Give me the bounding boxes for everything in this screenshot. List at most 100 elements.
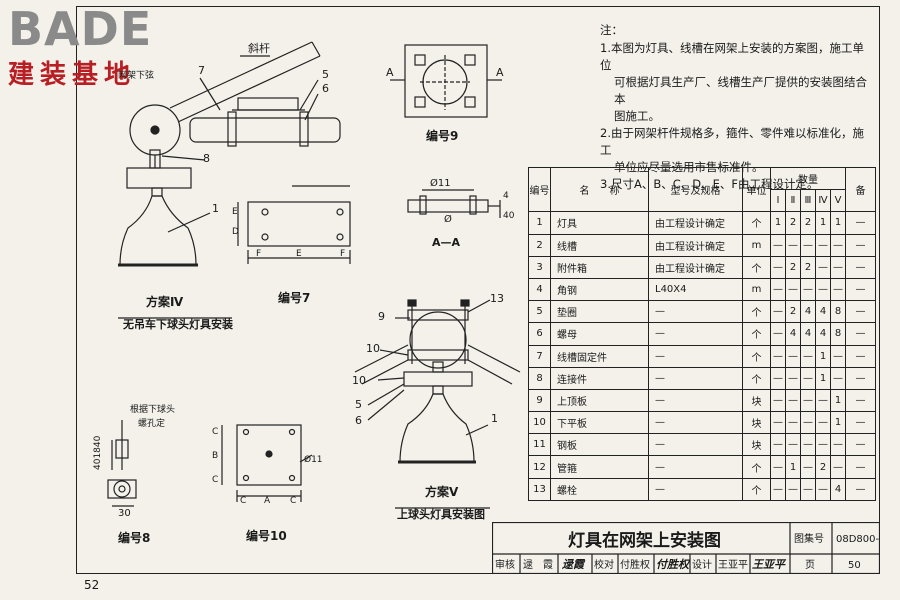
header-variant: Ⅱ xyxy=(785,189,801,213)
drawing-title: 灯具在网架上安装图 xyxy=(568,530,721,551)
cell-qty: — xyxy=(785,233,801,257)
cell-qty: — xyxy=(830,233,846,257)
scheme5-drawing xyxy=(354,299,521,464)
part10-title: 编号10 xyxy=(245,528,287,543)
cell-spec: 由工程设计确定 xyxy=(648,255,743,279)
checker-signature: 付胜权 xyxy=(656,558,691,571)
notes-heading: 注： xyxy=(600,23,623,37)
section-aa-title: A—A xyxy=(432,236,461,249)
cell-qty: — xyxy=(815,388,831,413)
cell-note: — xyxy=(845,277,876,302)
cell-qty: — xyxy=(770,300,786,324)
cell-spec: — xyxy=(648,477,743,501)
cell-unit: 个 xyxy=(742,455,771,479)
table-header-row: 编号 名 称 型号及规格 单位 数量 备 xyxy=(528,166,876,213)
cell-note: — xyxy=(845,455,876,479)
cell-qty: 1 xyxy=(830,388,846,413)
cell-name: 钢板 xyxy=(550,433,649,457)
cell-name: 线槽固定件 xyxy=(550,344,649,368)
cell-qty: 1 xyxy=(815,366,831,390)
cell-name: 上顶板 xyxy=(550,388,649,413)
cell-qty: 2 xyxy=(785,300,801,324)
table-variant-row: Ⅰ Ⅱ Ⅲ Ⅳ Ⅴ xyxy=(529,189,876,213)
part7-letter-f-left: F xyxy=(256,249,261,259)
cell-note: — xyxy=(845,388,876,413)
aa-dim-40: 40 xyxy=(503,211,515,221)
cell-qty: — xyxy=(800,277,816,302)
cell-no: 1 xyxy=(528,211,551,235)
header-variant: Ⅳ xyxy=(815,189,831,213)
reviewer-signature: 逯霞 xyxy=(561,558,586,571)
part10-dim-phi11: Ø11 xyxy=(304,454,323,465)
cell-qty: 2 xyxy=(785,255,801,279)
header-variant: Ⅴ xyxy=(830,189,846,213)
cell-no: 10 xyxy=(528,411,551,435)
note-1-line-2: 可根据灯具生产厂、线槽生产厂提供的安装图结合本 xyxy=(614,75,867,106)
cell-qty: — xyxy=(785,366,801,390)
cell-qty: — xyxy=(800,411,816,435)
cell-unit: 块 xyxy=(742,388,771,413)
cell-name: 螺母 xyxy=(550,322,649,346)
cell-qty: — xyxy=(770,233,786,257)
scheme5-num-13: 13 xyxy=(490,292,504,305)
cell-qty: — xyxy=(770,477,786,501)
header-qty: 数量 xyxy=(770,166,846,191)
cell-qty: 4 xyxy=(815,322,831,346)
cell-qty: — xyxy=(815,477,831,501)
header-spec: 型号及规格 xyxy=(648,166,743,213)
cell-name: 附件箱 xyxy=(550,255,649,279)
label-wangjia: 网架下弦 xyxy=(118,69,154,81)
cell-no: 6 xyxy=(528,322,551,346)
cell-qty: — xyxy=(800,366,816,390)
part8-drawing xyxy=(107,420,137,507)
cell-qty: 2 xyxy=(785,211,801,235)
header-variant: Ⅰ xyxy=(770,189,786,213)
cell-qty: — xyxy=(815,255,831,279)
cell-qty: — xyxy=(785,344,801,368)
cell-qty: — xyxy=(815,277,831,302)
aa-dim-phi: Ø xyxy=(444,213,452,225)
scheme5-num-5: 5 xyxy=(355,398,362,411)
book-page-number: 52 xyxy=(84,578,100,592)
cell-note: — xyxy=(845,255,876,279)
cell-qty: — xyxy=(785,388,801,413)
cell-no: 9 xyxy=(528,388,551,413)
label-xiegan: 斜杆 xyxy=(248,41,270,55)
cell-qty: 1 xyxy=(770,211,786,235)
review-label: 审核 xyxy=(495,558,515,571)
cell-spec: — xyxy=(648,300,743,324)
part7-letter-d: D xyxy=(232,227,239,237)
scheme4-num-7: 7 xyxy=(198,64,205,77)
bade-logo: BADE 建装基地 xyxy=(6,2,181,90)
part8-label-qiutou: 根据下球头 xyxy=(130,403,175,415)
cell-note: — xyxy=(845,433,876,457)
cell-qty: — xyxy=(785,411,801,435)
cell-qty: 1 xyxy=(815,211,831,235)
cell-qty: — xyxy=(770,277,786,302)
cell-qty: — xyxy=(800,344,816,368)
cell-qty: 4 xyxy=(785,322,801,346)
cell-qty: — xyxy=(800,433,816,457)
cell-unit: 个 xyxy=(742,300,771,324)
part10-letter-c-right: C xyxy=(290,496,296,506)
cell-note: — xyxy=(845,344,876,368)
aa-dim-phi11: Ø11 xyxy=(430,177,451,189)
check-label: 校对 xyxy=(594,558,614,571)
scheme5-caption: 上球头灯具安装图 xyxy=(397,507,485,521)
cell-qty: — xyxy=(800,233,816,257)
cell-qty: — xyxy=(770,366,786,390)
cell-qty: — xyxy=(830,344,846,368)
cell-qty: — xyxy=(770,255,786,279)
aa-dim-4: 4 xyxy=(503,191,509,201)
cell-no: 8 xyxy=(528,366,551,390)
scheme5-num-1: 1 xyxy=(491,412,498,425)
cell-note: — xyxy=(845,300,876,324)
